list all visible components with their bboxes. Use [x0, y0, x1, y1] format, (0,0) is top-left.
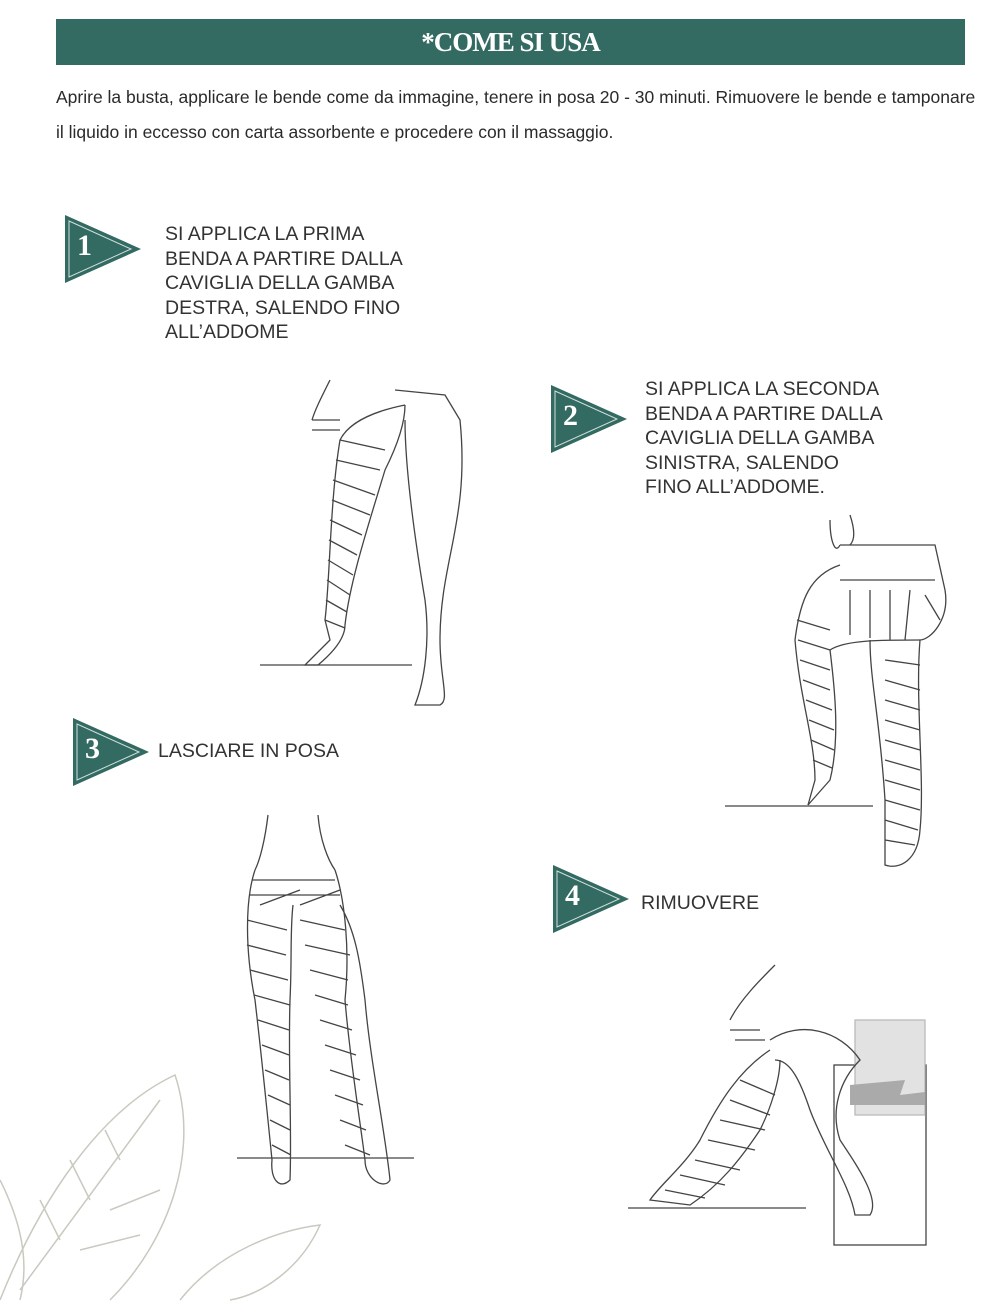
step-4-badge: 4 [553, 865, 629, 933]
step-4-text: RIMUOVERE [641, 892, 760, 914]
triangle-arrow-icon [73, 718, 149, 786]
leaf-decoration-icon [0, 1073, 322, 1301]
triangle-arrow-icon [551, 385, 627, 453]
step-3-badge: 3 [73, 718, 149, 786]
step-number: 1 [77, 229, 92, 262]
triangle-arrow-icon [553, 865, 629, 933]
figure-step-4 [628, 964, 927, 1246]
step-number: 2 [563, 399, 578, 432]
figure-step-3 [237, 814, 414, 1185]
step-number: 4 [565, 879, 580, 912]
step-1-badge: 1 [65, 215, 141, 283]
figure-step-2 [725, 514, 947, 867]
figure-step-1 [260, 379, 463, 706]
section-header: *COME SI USA [56, 19, 965, 65]
step-number: 3 [85, 732, 100, 765]
step-2-badge: 2 [551, 385, 627, 453]
step-2-text: SI APPLICA LA SECONDA BENDA A PARTIRE DA… [645, 378, 883, 498]
intro-paragraph: Aprire la busta, applicare le bende come… [56, 87, 976, 142]
step-1-text: SI APPLICA LA PRIMA BENDA A PARTIRE DALL… [165, 223, 403, 343]
section-title: *COME SI USA [421, 26, 601, 57]
triangle-arrow-icon [65, 215, 141, 283]
step-3-text: LASCIARE IN POSA [158, 740, 339, 762]
